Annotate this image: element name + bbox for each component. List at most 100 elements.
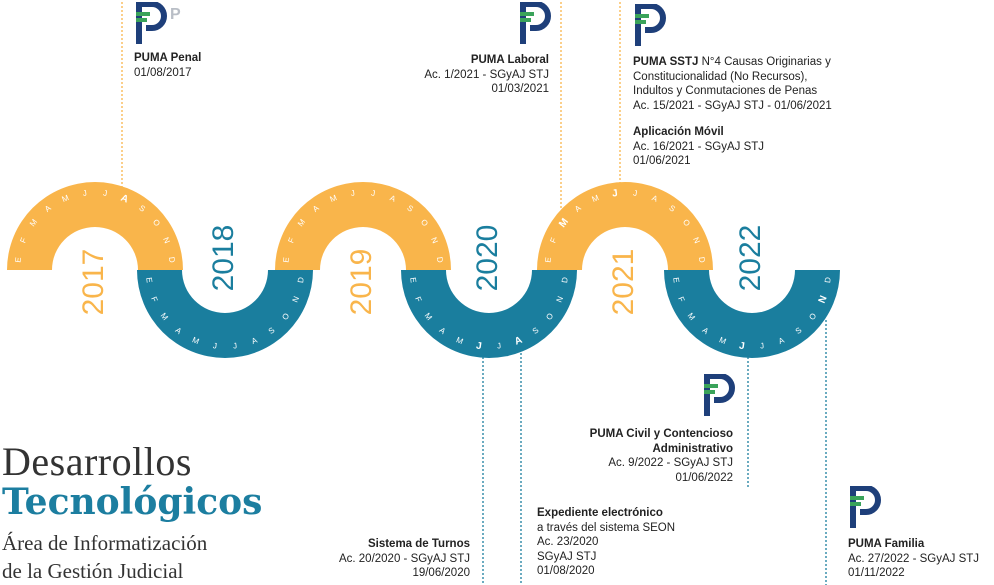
milestone-line: Ac. 9/2022 - SGyAJ STJ [608, 457, 733, 469]
milestone-puma-penal: PUMA Penal 01/08/2017 [134, 51, 201, 80]
month-label: A [311, 203, 321, 214]
month-label: J [212, 341, 217, 350]
month-label: E [144, 277, 154, 283]
year-band-2017 [7, 182, 183, 270]
month-label: E [408, 277, 418, 283]
month-label: A [437, 326, 447, 337]
title-tecnologicos: Tecnológicos [2, 481, 263, 523]
month-label: A [513, 335, 524, 348]
month-label: F [548, 236, 558, 244]
month-label: O [419, 218, 430, 228]
month-label: E [671, 277, 681, 283]
milestone-puma-civil: PUMA Civil y Contencioso Administrativo … [590, 427, 733, 485]
month-label: O [681, 218, 692, 228]
milestone-expediente-electronico: Expediente electrónico a través del sist… [537, 506, 675, 579]
month-label: S [794, 326, 804, 336]
month-label: J [496, 341, 501, 350]
month-label: D [560, 276, 570, 283]
month-label: N [554, 295, 565, 304]
year-label-2022: 2022 [734, 225, 767, 292]
puma-sstj-logo [633, 2, 669, 53]
milestone-date: 01/06/2021 [633, 155, 691, 167]
puma-laboral-logo [518, 0, 554, 51]
month-label: M [718, 335, 728, 346]
milestone-title: PUMA Penal [134, 52, 202, 64]
month-label: D [823, 276, 833, 283]
milestone-date: 01/08/2020 [537, 565, 595, 577]
month-label: E [282, 257, 292, 263]
milestone-title: PUMA Familia [848, 538, 925, 550]
month-label: N [817, 294, 830, 305]
month-label: A [119, 193, 130, 206]
month-label: J [371, 189, 376, 198]
month-label: A [777, 335, 786, 346]
month-label: A [573, 203, 583, 214]
milestone-date: 01/06/2022 [675, 471, 733, 484]
milestone-title-2: Administrativo [652, 442, 733, 455]
month-label: N [290, 295, 301, 304]
month-label: M [329, 193, 339, 204]
month-label: O [544, 311, 555, 321]
puma-familia-logo [848, 485, 884, 535]
milestone-line: a través del sistema SEON [537, 521, 676, 534]
month-label: S [137, 203, 147, 213]
month-label: J [738, 341, 745, 353]
month-label: F [676, 295, 686, 303]
month-label: M [455, 335, 465, 346]
milestone-date: 19/06/2020 [412, 567, 470, 579]
month-label: D [697, 256, 707, 263]
month-label: D [167, 256, 177, 263]
month-label: F [18, 236, 28, 244]
month-label: F [149, 295, 159, 303]
milestone-date: 01/08/2017 [134, 66, 192, 79]
subtitle-area: Área de Informatización [2, 531, 208, 555]
milestone-line: Ac. 16/2021 - SGyAJ STJ [633, 140, 765, 153]
year-label-2017: 2017 [77, 249, 110, 316]
month-label: S [405, 203, 415, 213]
year-band-2019 [275, 182, 451, 270]
milestone-puma-sstj: PUMA SSTJ N°4 Causas Originarias y Const… [633, 55, 832, 113]
month-label: A [388, 193, 397, 204]
milestone-line: Indultos y Conmutaciones de Penas [633, 85, 818, 97]
month-label: M [686, 311, 697, 322]
year-band-2021 [537, 182, 713, 270]
milestone-title: PUMA Laboral [470, 54, 549, 66]
puma-penal-logo: P [134, 0, 184, 51]
month-label: N [161, 236, 172, 245]
subtitle-gestion: de la Gestión Judicial [2, 559, 184, 583]
year-label-2020: 2020 [471, 225, 504, 292]
month-label: M [28, 217, 39, 228]
month-label: M [296, 217, 307, 228]
year-label-2019: 2019 [345, 249, 378, 316]
milestone-puma-laboral: PUMA Laboral Ac. 1/2021 - SGyAJ STJ 01/0… [424, 53, 549, 97]
month-label: J [232, 341, 237, 350]
year-bands [7, 182, 840, 358]
month-label: A [173, 326, 183, 337]
month-label: S [531, 326, 541, 336]
milestone-title: Expediente electrónico [537, 507, 663, 519]
month-label: J [350, 189, 355, 198]
month-label: N [429, 236, 440, 245]
milestone-puma-familia: PUMA Familia Ac. 27/2022 - SGyAJ STJ 01/… [848, 537, 979, 581]
year-band-2022 [664, 270, 840, 358]
month-label: J [633, 189, 638, 198]
milestone-line: SGyAJ STJ [537, 550, 597, 563]
month-label: F [286, 236, 296, 244]
month-label: E [544, 257, 554, 263]
milestone-line: Ac. 27/2022 - SGyAJ STJ [848, 552, 980, 565]
month-label: D [435, 256, 445, 263]
month-label: J [611, 188, 618, 200]
month-label: S [667, 203, 677, 213]
milestone-line: Ac. 20/2020 - SGyAJ STJ [338, 552, 470, 565]
month-label: A [650, 193, 659, 204]
puma-civil-logo [702, 373, 738, 423]
month-label: N [691, 236, 702, 245]
milestone-date: 01/03/2021 [491, 83, 549, 95]
month-label: A [43, 203, 53, 214]
month-label: J [759, 341, 764, 350]
month-label: F [413, 295, 423, 303]
milestone-title: Sistema de Turnos [367, 538, 470, 550]
milestone-line: Ac. 1/2021 - SGyAJ STJ [424, 68, 549, 81]
